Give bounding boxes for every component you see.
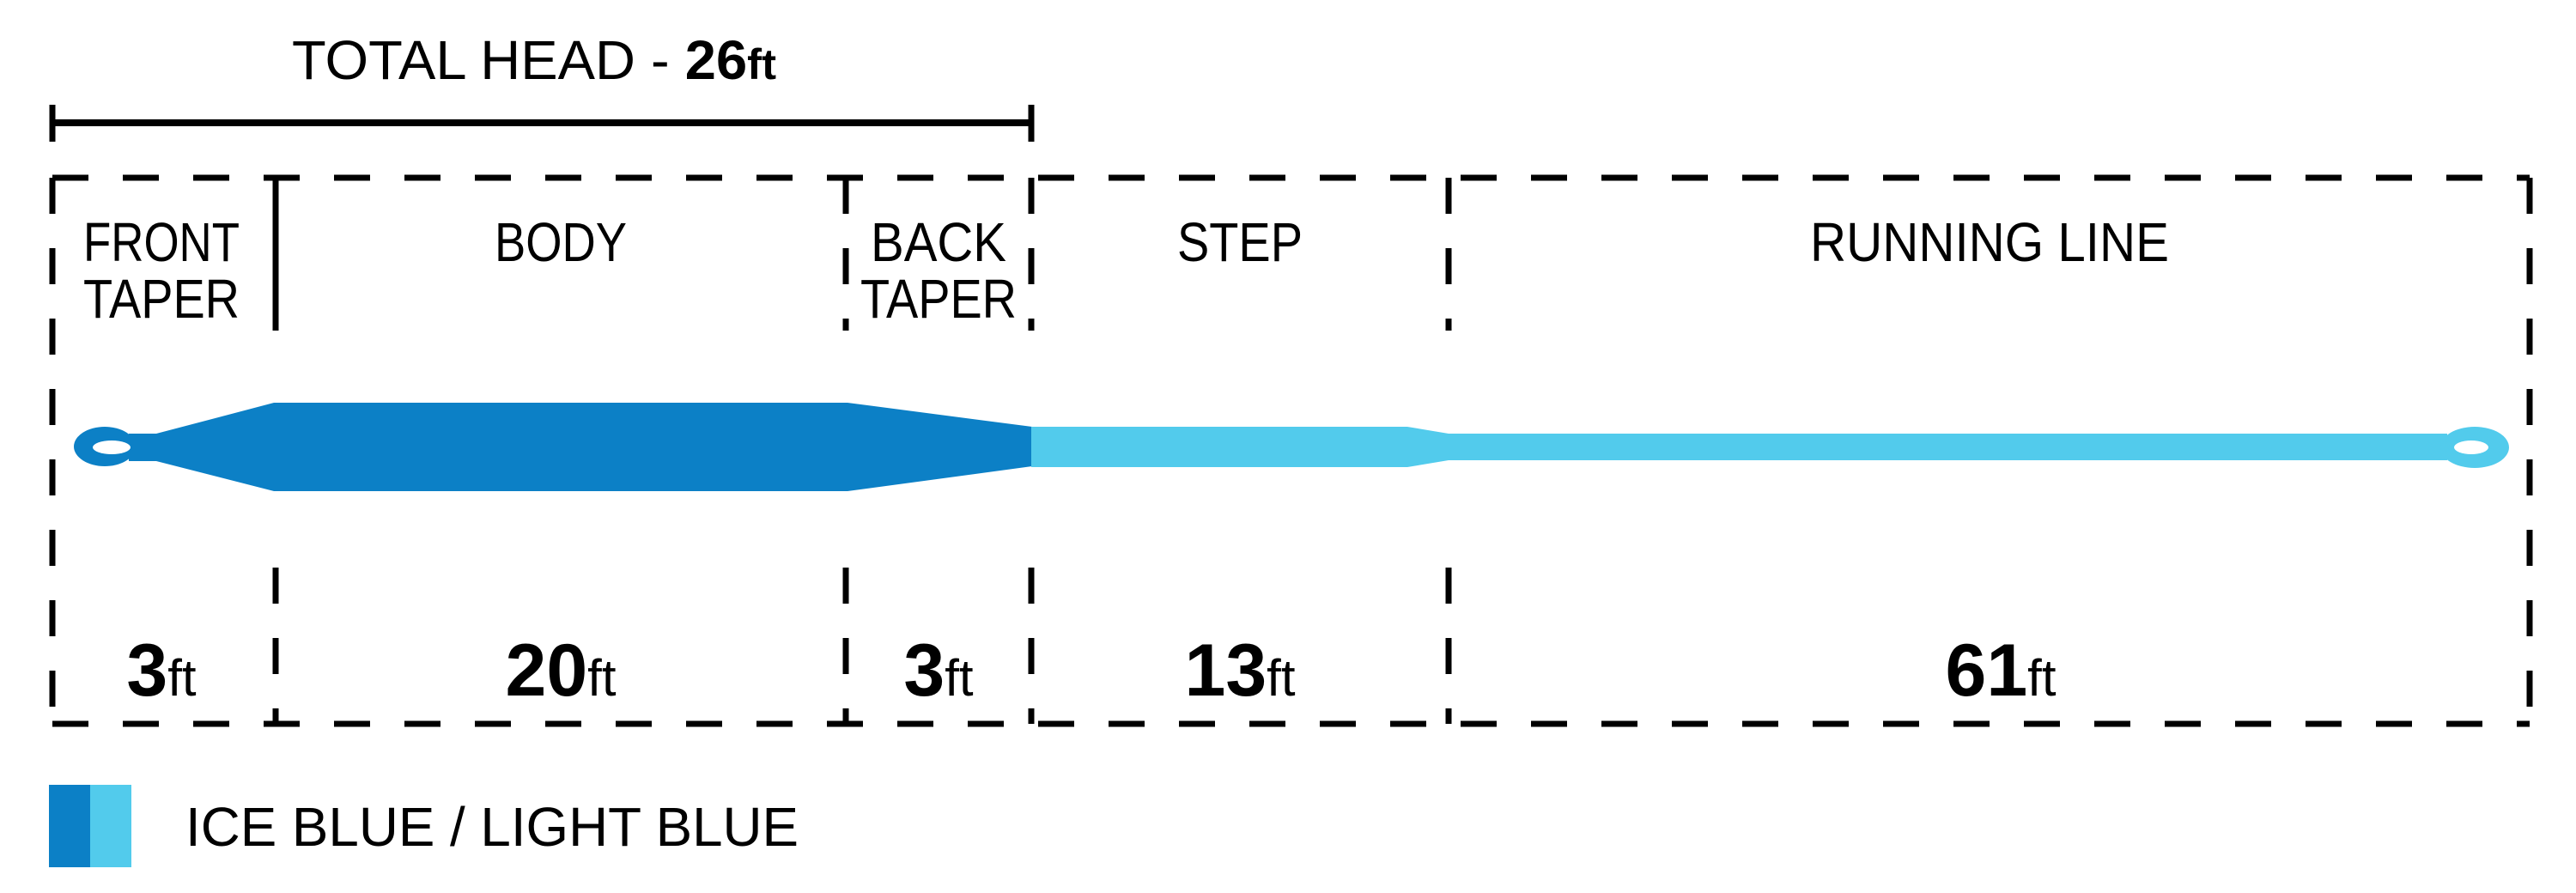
total-head-title: TOTAL HEAD - 26ft	[292, 29, 776, 91]
section-length: 3ft	[903, 629, 974, 712]
section-label: STEP	[1177, 211, 1303, 273]
section-label: TAPER	[83, 268, 240, 330]
color-legend: ICE BLUE / LIGHT BLUE	[49, 785, 799, 867]
fly-line-profile	[74, 403, 2509, 491]
section-front-taper: FRONT TAPER 3ft	[83, 211, 240, 712]
legend-label: ICE BLUE / LIGHT BLUE	[185, 796, 799, 858]
head-dark-segment	[74, 403, 1032, 491]
section-label: BACK	[871, 211, 1006, 273]
section-divider	[272, 178, 1452, 724]
section-frame	[49, 174, 2533, 727]
section-body: BODY 20ft	[495, 211, 627, 712]
section-length: 20ft	[505, 629, 616, 712]
section-length: 3ft	[126, 629, 197, 712]
section-back-taper: BACK TAPER 3ft	[860, 211, 1017, 712]
section-label: FRONT	[83, 211, 240, 273]
ice-blue-swatch	[49, 785, 90, 867]
running-light-segment	[1031, 427, 2509, 468]
section-label: RUNNING LINE	[1810, 211, 2169, 273]
section-label: BODY	[495, 211, 627, 273]
light-blue-swatch	[90, 785, 131, 867]
section-length: 13ft	[1184, 629, 1295, 712]
section-step: STEP 13ft	[1177, 211, 1303, 712]
section-running-line: RUNNING LINE 61ft	[1810, 211, 2169, 712]
section-label: TAPER	[860, 268, 1017, 330]
section-length: 61ft	[1945, 629, 2056, 712]
total-head-bracket	[49, 105, 1035, 142]
